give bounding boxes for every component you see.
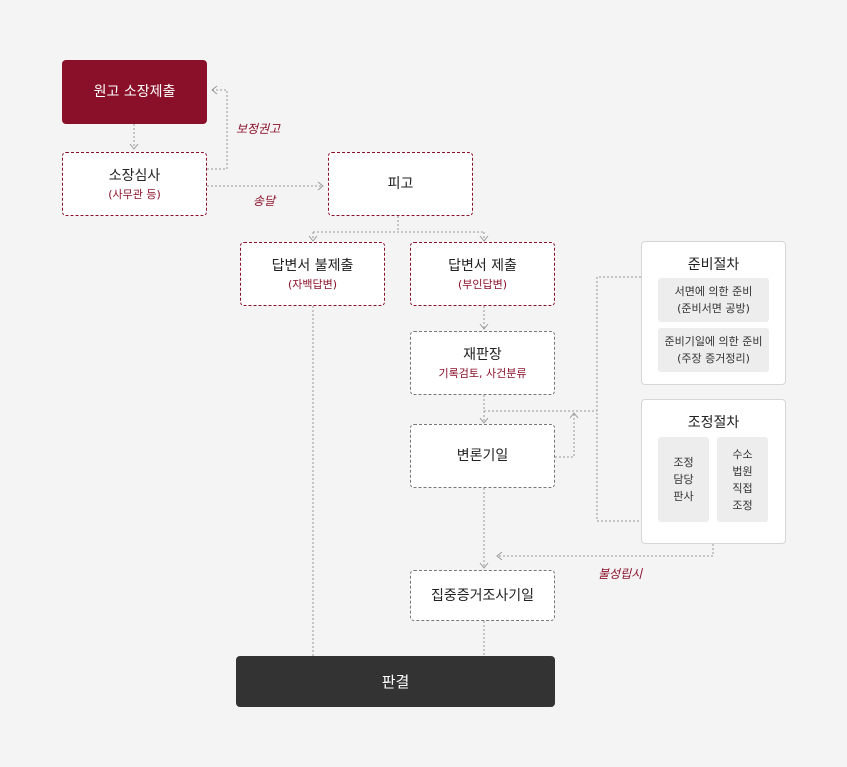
judgment-node: 판결	[236, 656, 555, 707]
preparation-date-line1: 준비기일에 의한 준비	[664, 335, 763, 348]
preparation-procedure-panel: 준비절차 서면에 의한 준비 (준비서면 공방) 준비기일에 의한 준비 (주장…	[641, 241, 786, 385]
amend-recommendation-label: 보정권고	[236, 122, 281, 136]
no-answer-title: 답변서 불제출	[271, 257, 354, 274]
defendant-label: 피고	[387, 176, 414, 192]
preparation-date-line2: (주장 증거정리)	[677, 352, 750, 365]
presiding-judge-title: 재판장	[463, 346, 502, 363]
no-answer-sub: (자백답변)	[287, 277, 338, 291]
mediation-judge-line2: 담당	[673, 473, 694, 486]
submit-complaint-node: 원고 소장제출	[62, 60, 207, 124]
presiding-judge-node: 재판장 기록검토, 사건분류	[410, 331, 555, 395]
submit-complaint-label: 원고 소장제출	[93, 84, 176, 100]
answer-submitted-node: 답변서 제출 (부인답변)	[410, 242, 555, 306]
delivery-label: 송달	[253, 194, 276, 208]
mediation-judge-line3: 판사	[673, 490, 694, 503]
answer-submitted-sub: (부인답변)	[457, 277, 508, 291]
court-direct-mediation-item: 수소 법원 직접 조정	[717, 437, 768, 522]
defendant-node: 피고	[328, 152, 473, 216]
court-direct-line4: 조정	[732, 498, 753, 512]
written-preparation-item: 서면에 의한 준비 (준비서면 공방)	[658, 278, 769, 322]
complaint-review-sub: (사무관 등)	[108, 187, 161, 201]
presiding-judge-sub: 기록검토, 사건분류	[438, 366, 527, 380]
preparation-procedure-title: 준비절차	[687, 257, 740, 273]
mediation-judge-line1: 조정	[673, 456, 694, 469]
answer-submitted-title: 답변서 제출	[448, 257, 517, 274]
judgment-label: 판결	[381, 672, 410, 691]
pleading-date-label: 변론기일	[456, 448, 509, 464]
court-direct-line3: 직접	[732, 481, 753, 495]
mediation-procedure-panel: 조정절차 조정 담당 판사 수소 법원 직접 조정	[641, 399, 786, 544]
complaint-review-node: 소장심사 (사무관 등)	[62, 152, 207, 216]
evidence-hearing-label: 집중증거조사기일	[430, 587, 535, 604]
mediation-judge-item: 조정 담당 판사	[658, 437, 709, 522]
no-answer-node: 답변서 불제출 (자백답변)	[240, 242, 385, 306]
written-preparation-line1: 서면에 의한 준비	[674, 285, 753, 298]
written-preparation-line2: (준비서면 공방)	[677, 302, 750, 315]
court-direct-line2: 법원	[732, 464, 753, 478]
pleading-date-node: 변론기일	[410, 424, 555, 488]
mediation-failure-label: 불성립시	[598, 567, 643, 581]
preparation-date-item: 준비기일에 의한 준비 (주장 증거정리)	[658, 328, 769, 372]
mediation-procedure-title: 조정절차	[687, 415, 740, 431]
evidence-hearing-node: 집중증거조사기일	[410, 570, 555, 621]
court-direct-line1: 수소	[732, 447, 753, 461]
complaint-review-title: 소장심사	[108, 167, 161, 184]
